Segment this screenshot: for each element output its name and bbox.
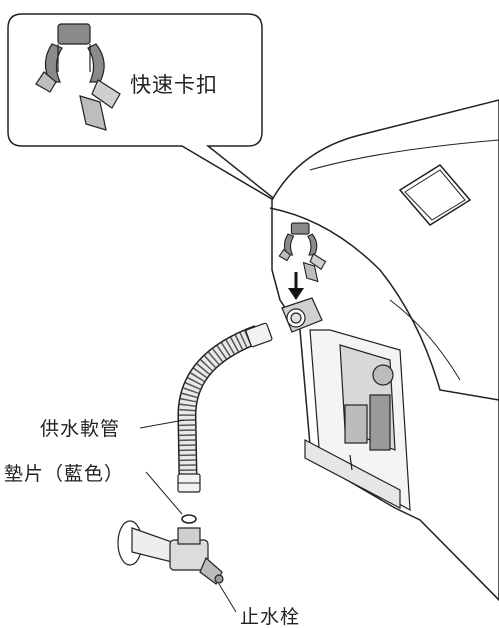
- callout-bubble: [7, 13, 283, 206]
- quick-clip-label: 快速卡扣: [130, 73, 218, 97]
- inlet-fitting: [281, 297, 323, 333]
- stop-valve-label: 止水栓: [240, 606, 301, 628]
- leader-lines: [139, 419, 237, 613]
- internal-parts: [304, 329, 411, 512]
- gasket-label: 墊片（藍色）: [4, 463, 125, 485]
- supply-hose: [177, 322, 273, 493]
- gasket: [181, 514, 197, 524]
- down-arrow-icon: [288, 272, 304, 300]
- stop-valve: [117, 520, 224, 585]
- quick-clip-installed: [278, 222, 327, 283]
- supply-hose-label: 供水軟管: [40, 418, 121, 440]
- quick-clip-icon: [35, 23, 121, 131]
